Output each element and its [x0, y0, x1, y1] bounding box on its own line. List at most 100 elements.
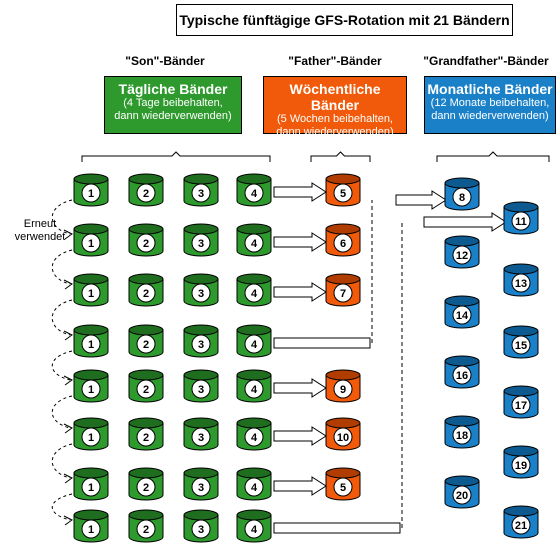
- daily-tape-r3-c3-label: 3: [198, 288, 204, 300]
- monthly-tape-8-label: 8: [459, 192, 465, 204]
- son-brace: [81, 151, 271, 162]
- daily-tape-r5-c2-label: 2: [143, 384, 149, 396]
- daily-tape-r5-c4-label: 4: [251, 384, 258, 396]
- grandfather-column-label: "Grandfather"-Bänder: [423, 54, 549, 68]
- daily-tape-r4-c3-label: 3: [198, 339, 204, 351]
- monthly-tape-19: 19: [503, 445, 539, 479]
- monthly-tape-12-label: 12: [456, 250, 468, 262]
- monthly-tape-16-label: 16: [456, 370, 468, 382]
- reuse-label: Erneut verwendet: [14, 218, 66, 244]
- daily-tape-r2-c1: 1: [73, 223, 109, 257]
- reuse-arrowhead-4: [63, 375, 73, 386]
- reuse-curve-2: [51, 249, 73, 285]
- daily-tape-r8-c1: 1: [73, 509, 109, 543]
- monthly-tape-19-label: 19: [515, 460, 527, 472]
- grandfather-header-box: Monatliche Bänder (12 Monate beibehalten…: [424, 76, 556, 134]
- daily-tape-r6-c2-label: 2: [143, 432, 149, 444]
- daily-tape-r3-c4: 4: [236, 273, 272, 307]
- daily-tape-r3-c4-label: 4: [251, 288, 258, 300]
- daily-tape-r5-c3-label: 3: [198, 384, 204, 396]
- weekly-tape-1: 5: [325, 173, 361, 207]
- monthly-tape-14-label: 14: [456, 310, 469, 322]
- daily-tape-r2-c4-label: 4: [251, 238, 258, 250]
- weekly-tape-4: 9: [325, 369, 361, 403]
- daily-tape-r2-c1-label: 1: [88, 238, 94, 250]
- daily-tape-r4-c4-label: 4: [251, 339, 258, 351]
- weekly-tape-3-label: 7: [340, 288, 346, 300]
- reuse-arrowhead-2: [63, 279, 73, 290]
- reuse-arrowhead-7: [63, 515, 73, 526]
- daily-tape-r1-c3-label: 3: [198, 188, 204, 200]
- daily-tape-r8-c4-label: 4: [251, 524, 258, 536]
- reuse-arrowhead-6: [63, 473, 73, 484]
- daily-tape-r4-c2-label: 2: [143, 339, 149, 351]
- daily-tape-r4-c1: 1: [73, 324, 109, 358]
- daily-tape-r1-c1: 1: [73, 173, 109, 207]
- daily-tape-r8-c2-label: 2: [143, 524, 149, 536]
- reuse-arrowhead-5: [63, 423, 73, 434]
- reuse-arrowhead-3: [63, 330, 73, 341]
- daily-tape-r2-c2: 2: [128, 223, 164, 257]
- reuse-label-line-1: Erneut: [23, 218, 57, 230]
- weekly-tape-4-label: 9: [340, 384, 346, 396]
- monthly-tape-11-label: 11: [515, 216, 527, 228]
- monthly-tape-17: 17: [503, 385, 539, 419]
- weekly-arrow-4: [273, 378, 327, 398]
- weekly-tape-3: 7: [325, 273, 361, 307]
- monthly-tape-15-label: 15: [515, 340, 527, 352]
- father-brace: [310, 151, 371, 162]
- daily-tape-r2-c4: 4: [236, 223, 272, 257]
- son-header-box: Tägliche Bänder (4 Tage beibehalten, dan…: [104, 76, 242, 134]
- grandfather-header-desc-1: (12 Monate beibehalten,: [430, 97, 550, 109]
- monthly-tape-21: 21: [503, 505, 539, 539]
- reuse-curve-7: [51, 493, 73, 521]
- daily-tape-r2-c3-label: 3: [198, 238, 204, 250]
- daily-tape-r6-c1-label: 1: [88, 432, 94, 444]
- son-header-desc-1: (4 Tage beibehalten,: [123, 97, 223, 109]
- monthly-tape-20: 20: [444, 475, 480, 509]
- reuse-arrowhead-1: [63, 229, 73, 240]
- daily-tape-r7-c3: 3: [183, 467, 219, 501]
- weekly-tape-6: 5: [325, 467, 361, 501]
- weekly-tape-2: 6: [325, 223, 361, 257]
- daily-tape-r1-c2-label: 2: [143, 188, 149, 200]
- reuse-curve-6: [51, 443, 73, 479]
- daily-tape-r1-c1-label: 1: [88, 188, 94, 200]
- father-header-desc-2: dann wiederverwenden): [276, 126, 394, 138]
- daily-tape-r1-c4-label: 4: [251, 188, 258, 200]
- daily-tape-r8-c3-label: 3: [198, 524, 204, 536]
- weekly-arrow-2: [273, 232, 327, 252]
- reuse-label-line-2: verwendet: [14, 231, 66, 243]
- daily-tape-r6-c4-label: 4: [251, 432, 258, 444]
- daily-tape-r6-c3: 3: [183, 417, 219, 451]
- daily-tape-r4-c4: 4: [236, 324, 272, 358]
- weekly-arrow-3: [273, 282, 327, 302]
- weekly-tape-6-label: 5: [340, 482, 346, 494]
- grandfather-brace: [436, 151, 550, 162]
- monthly-tape-14: 14: [444, 295, 480, 329]
- daily-tape-r3-c1-label: 1: [88, 288, 94, 300]
- daily-tape-r6-c1: 1: [73, 417, 109, 451]
- weekly-tape-2-label: 6: [340, 238, 346, 250]
- reuse-curve-3: [51, 299, 73, 336]
- daily-tape-r2-c3: 3: [183, 223, 219, 257]
- daily-tape-r8-c1-label: 1: [88, 524, 94, 536]
- daily-tape-r5-c4: 4: [236, 369, 272, 403]
- son-header-title: Tägliche Bänder: [118, 81, 228, 97]
- daily-tape-r6-c2: 2: [128, 417, 164, 451]
- reuse-curve-4: [51, 350, 73, 381]
- daily-tape-r6-c3-label: 3: [198, 432, 204, 444]
- monthly-tape-21-label: 21: [515, 520, 527, 532]
- reuse-curve-1: [51, 199, 73, 235]
- daily-tape-r4-c3: 3: [183, 324, 219, 358]
- daily-tape-r7-c1-label: 1: [88, 482, 94, 494]
- monthly-arrow-11: [423, 212, 507, 232]
- grandfather-header-title: Monatliche Bänder: [427, 81, 553, 97]
- weekly-tape-5-label: 10: [337, 432, 349, 444]
- daily-tape-r1-c2: 2: [128, 173, 164, 207]
- monthly-arrow-8: [395, 190, 447, 210]
- weekly-tape-5: 10: [325, 417, 361, 451]
- monthly-tape-17-label: 17: [515, 400, 527, 412]
- weekly-arrow-1: [273, 182, 327, 202]
